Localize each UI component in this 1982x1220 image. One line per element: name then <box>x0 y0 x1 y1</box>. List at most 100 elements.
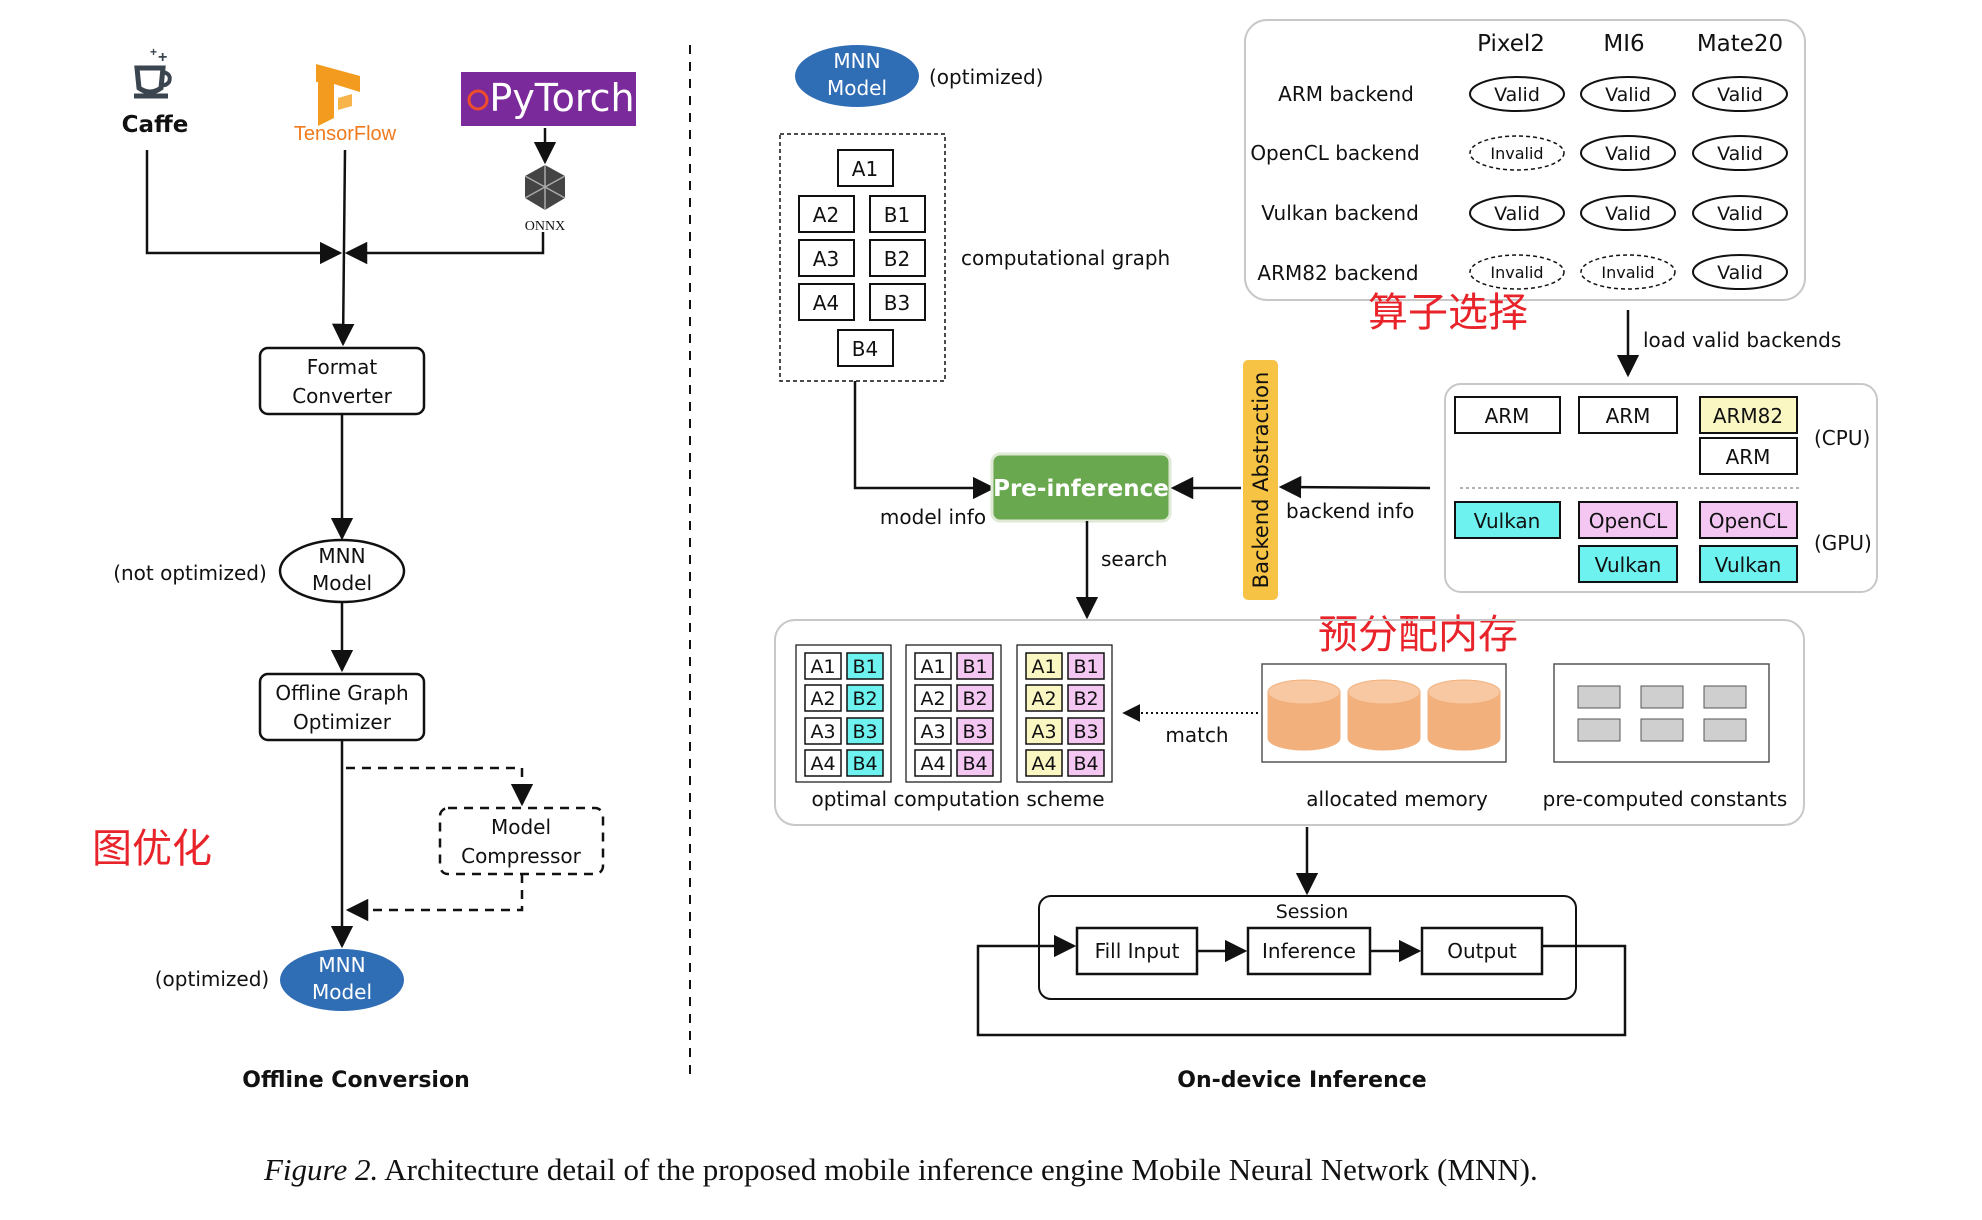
allocated-memory-label: allocated memory <box>1306 787 1488 811</box>
graph-node <box>837 149 894 187</box>
backend-box-opencl <box>1578 501 1678 539</box>
backend-label: ARM82 <box>1713 404 1783 428</box>
on-device-inference-title: On-device Inference <box>1177 1068 1426 1093</box>
scheme-cell: A3 <box>920 721 945 743</box>
scheme-cell: A4 <box>1031 753 1056 775</box>
validity-cell: Valid <box>1605 143 1651 165</box>
scheme-cell: B4 <box>852 753 877 775</box>
svg-text:+: + <box>150 45 157 59</box>
graph-node <box>837 329 894 367</box>
validity-cell: Valid <box>1605 84 1651 106</box>
backend-row-name: Vulkan backend <box>1261 201 1419 225</box>
scheme-cell: A1 <box>920 656 945 678</box>
graph-node-label: B2 <box>884 247 910 271</box>
figure-caption: Figure 2. Architecture detail of the pro… <box>263 1152 1538 1187</box>
graph-node <box>869 195 926 233</box>
mnn-model-opt-right-line2: Model <box>827 76 887 100</box>
backend-box-opencl <box>1699 501 1798 539</box>
backend-row: ARM82 backend Invalid Invalid Valid <box>1257 254 1788 290</box>
scheme-cell: A2 <box>810 688 835 710</box>
graph-node <box>798 195 855 233</box>
figure-caption-text: Architecture detail of the proposed mobi… <box>378 1152 1538 1187</box>
graph-node-label: A1 <box>852 157 878 181</box>
scheme-cell: A3 <box>1031 721 1056 743</box>
caffe-label: Caffe <box>122 112 189 138</box>
scheme-cell: A2 <box>1031 688 1056 710</box>
mnn-model-opt-left-line2: Model <box>312 980 372 1004</box>
backend-box-arm <box>1578 396 1678 434</box>
load-valid-backends-label: load valid backends <box>1643 328 1841 352</box>
backend-label: ARM <box>1485 404 1530 428</box>
precomputed-constants-label: pre-computed constants <box>1543 787 1788 811</box>
session-step-label: Inference <box>1262 939 1356 963</box>
pre-inference-result-panel <box>774 619 1805 826</box>
model-compressor-line1: Model <box>491 815 551 839</box>
model-compressor-box <box>438 806 605 876</box>
scheme-cell: B3 <box>962 721 987 743</box>
pytorch-flame-icon <box>467 89 489 111</box>
mnn-model-optimized-right <box>795 45 919 107</box>
backend-info-label: backend info <box>1286 499 1414 523</box>
scheme-cell: A3 <box>810 721 835 743</box>
scheme-cell: A2 <box>920 688 945 710</box>
optimal-scheme-label: optimal computation scheme <box>811 787 1104 811</box>
scheme-cell: B2 <box>852 688 877 710</box>
mnn-model-opt-right-line1: MNN <box>833 49 880 73</box>
memory-cylinder-icon <box>1267 679 1341 751</box>
scheme-cell: B1 <box>962 656 987 678</box>
validity-cell: Valid <box>1717 143 1763 165</box>
validity-cell: Valid <box>1717 203 1763 225</box>
backend-label: OpenCL <box>1709 509 1788 533</box>
scheme-cell: B4 <box>1073 753 1098 775</box>
output-step <box>1420 926 1544 976</box>
scheme-cell: B1 <box>852 656 877 678</box>
graph-node <box>798 239 855 277</box>
match-label: match <box>1165 723 1228 747</box>
backend-label: Vulkan <box>1715 553 1782 577</box>
validity-cell: Valid <box>1494 84 1540 106</box>
graph-optimization-note: 图优化 <box>92 826 212 872</box>
graph-node-label: A3 <box>813 247 839 271</box>
pre-inference-label: Pre-inference <box>993 476 1169 502</box>
not-optimized-label: (not optimized) <box>113 561 267 585</box>
graph-node <box>869 283 926 321</box>
mnn-model-unopt-line2: Model <box>312 571 372 595</box>
format-converter-line1: Format <box>307 355 378 379</box>
validity-cell: Valid <box>1605 203 1651 225</box>
search-label: search <box>1101 547 1167 571</box>
mnn-model-optimized-left <box>280 949 404 1011</box>
session-step-label: Output <box>1447 939 1517 963</box>
graph-node-label: A4 <box>813 291 839 315</box>
model-compressor-line2: Compressor <box>461 844 582 868</box>
graph-node-label: A2 <box>813 203 839 227</box>
graph-node <box>798 283 855 321</box>
validity-cell: Invalid <box>1490 144 1543 163</box>
optimized-right-label: (optimized) <box>929 65 1043 89</box>
device-header: Mate20 <box>1697 31 1783 57</box>
validity-cell: Valid <box>1717 84 1763 106</box>
pytorch-label: PyTorch <box>489 76 634 120</box>
backend-box-arm82 <box>1699 396 1798 434</box>
backend-row: Vulkan backend Valid Valid Valid <box>1261 195 1788 231</box>
pre-inference-box <box>990 452 1172 523</box>
constant-blocks <box>1577 685 1747 742</box>
tensorflow-icon <box>316 64 360 126</box>
backend-label: ARM <box>1606 404 1651 428</box>
mnn-model-unopt-line1: MNN <box>318 544 365 568</box>
memory-cylinder-icon <box>1427 679 1501 751</box>
caffe-icon: + + <box>134 45 172 99</box>
device-header: MI6 <box>1603 31 1644 57</box>
backend-row-name: OpenCL backend <box>1250 141 1419 165</box>
svg-text:+: + <box>158 49 167 66</box>
device-header: Pixel2 <box>1477 31 1545 57</box>
scheme-cell: B2 <box>1073 688 1098 710</box>
graph-node-label: B3 <box>884 291 910 315</box>
fill-input-step <box>1075 926 1199 976</box>
precomputed-constants-box <box>1553 663 1770 763</box>
offline-conversion-title: Offline Conversion <box>242 1068 470 1093</box>
scheme-cell: B2 <box>962 688 987 710</box>
backend-box-vulkan <box>1699 545 1798 583</box>
session-title: Session <box>1276 901 1349 923</box>
